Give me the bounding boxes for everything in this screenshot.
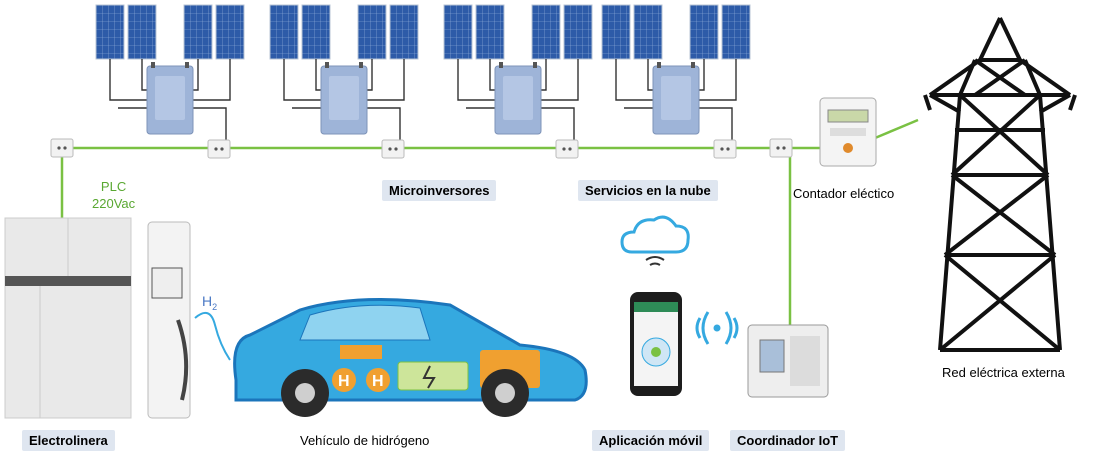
outlet-icon (713, 139, 737, 159)
transmission-tower-icon (923, 17, 1077, 352)
meter-label: Contador eléctico (793, 186, 895, 201)
plc-line1: PLC (100, 179, 127, 194)
app-label: Aplicación móvil (592, 430, 710, 451)
microinverter-icon (652, 61, 700, 135)
hydrogen-line (194, 311, 231, 361)
power-line (60, 118, 919, 325)
solar-panel-icon (127, 4, 157, 60)
outlet-icon (555, 139, 579, 159)
tank-letter: H (372, 373, 384, 390)
outlet-icon (381, 139, 405, 159)
solar-group (269, 4, 419, 159)
coordinator-label: Coordinador IoT (730, 430, 846, 451)
cloud-services-label: Servicios en la nube (578, 180, 718, 201)
plc-label: PLC 220Vac (92, 178, 135, 212)
solar-panel-icon (183, 4, 213, 60)
outlet-icon (50, 138, 74, 158)
plc-line2: 220Vac (92, 196, 136, 211)
solar-group (601, 4, 751, 159)
wifi-icon (695, 311, 739, 345)
grid-label: Red eléctrica externa (942, 365, 1065, 380)
solar-group (443, 4, 593, 159)
microinverters-label: Microinversores (382, 180, 497, 201)
microinverter-icon (146, 61, 194, 135)
hydrogen-car-icon: H H (233, 298, 588, 417)
charging-station-icon (147, 221, 191, 419)
outlet-icon (207, 139, 231, 159)
vehicle-label: Vehículo de hidrógeno (300, 433, 430, 448)
tank-letter: H (338, 373, 350, 390)
meter-icon (819, 97, 877, 167)
iot-coordinator-icon (747, 324, 829, 398)
electrolyzer-icon (4, 217, 132, 419)
microinverter-icon (320, 61, 368, 135)
station-label: Electrolinera (22, 430, 115, 451)
solar-group (95, 4, 245, 159)
solar-panel-icon (215, 4, 245, 60)
solar-panel-icon (95, 4, 125, 60)
outlet-icon (769, 138, 793, 158)
microinverter-icon (494, 61, 542, 135)
solar-array (95, 4, 751, 159)
cloud-icon (620, 215, 690, 266)
h2-label: H2 (202, 293, 217, 312)
smartphone-icon (630, 292, 682, 396)
